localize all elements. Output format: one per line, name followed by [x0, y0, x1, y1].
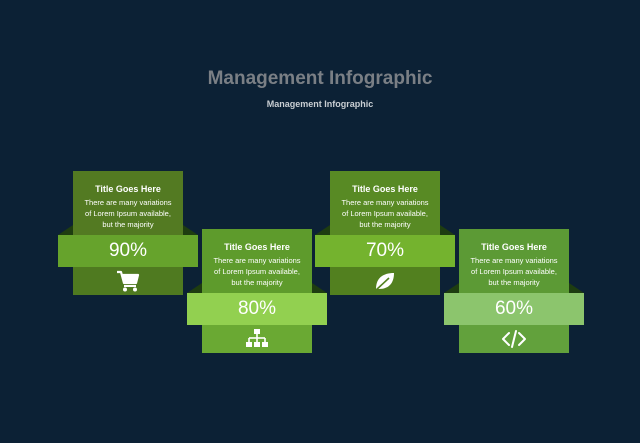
- fold-left: [187, 283, 202, 293]
- card-heading: Title Goes Here: [95, 184, 161, 194]
- fold-left: [444, 283, 459, 293]
- code-icon: [499, 327, 529, 351]
- fold-left: [58, 225, 73, 235]
- card-3-percent: 70%: [315, 235, 455, 267]
- card-text: There are many variations of Lorem Ipsum…: [213, 256, 301, 287]
- card-1-percent: 90%: [58, 235, 198, 267]
- card-4-header: Title Goes Here There are many variation…: [459, 229, 569, 297]
- card-2: Title Goes Here There are many variation…: [187, 229, 327, 353]
- card-2-header: Title Goes Here There are many variation…: [202, 229, 312, 297]
- fold-right: [312, 283, 327, 293]
- fold-right: [183, 225, 198, 235]
- card-4-percent: 60%: [444, 293, 584, 325]
- card-1-header: Title Goes Here There are many variation…: [73, 171, 183, 239]
- leaf-icon: [370, 269, 400, 293]
- card-1: Title Goes Here There are many variation…: [58, 171, 198, 295]
- infographic-subtitle: Management Infographic: [266, 99, 374, 109]
- card-heading: Title Goes Here: [224, 242, 290, 252]
- card-heading: Title Goes Here: [481, 242, 547, 252]
- fold-right: [569, 283, 584, 293]
- card-heading: Title Goes Here: [352, 184, 418, 194]
- card-2-percent: 80%: [187, 293, 327, 325]
- infographic-title: Management Infographic: [207, 68, 433, 89]
- card-4: Title Goes Here There are many variation…: [444, 229, 584, 353]
- shopping-cart-icon: [113, 269, 143, 293]
- card-3: Title Goes Here There are many variation…: [315, 171, 455, 295]
- card-text: There are many variations of Lorem Ipsum…: [470, 256, 558, 287]
- card-text: There are many variations of Lorem Ipsum…: [84, 198, 172, 229]
- hierarchy-icon: [242, 327, 272, 351]
- fold-right: [440, 225, 455, 235]
- card-3-header: Title Goes Here There are many variation…: [330, 171, 440, 239]
- fold-left: [315, 225, 330, 235]
- card-text: There are many variations of Lorem Ipsum…: [341, 198, 429, 229]
